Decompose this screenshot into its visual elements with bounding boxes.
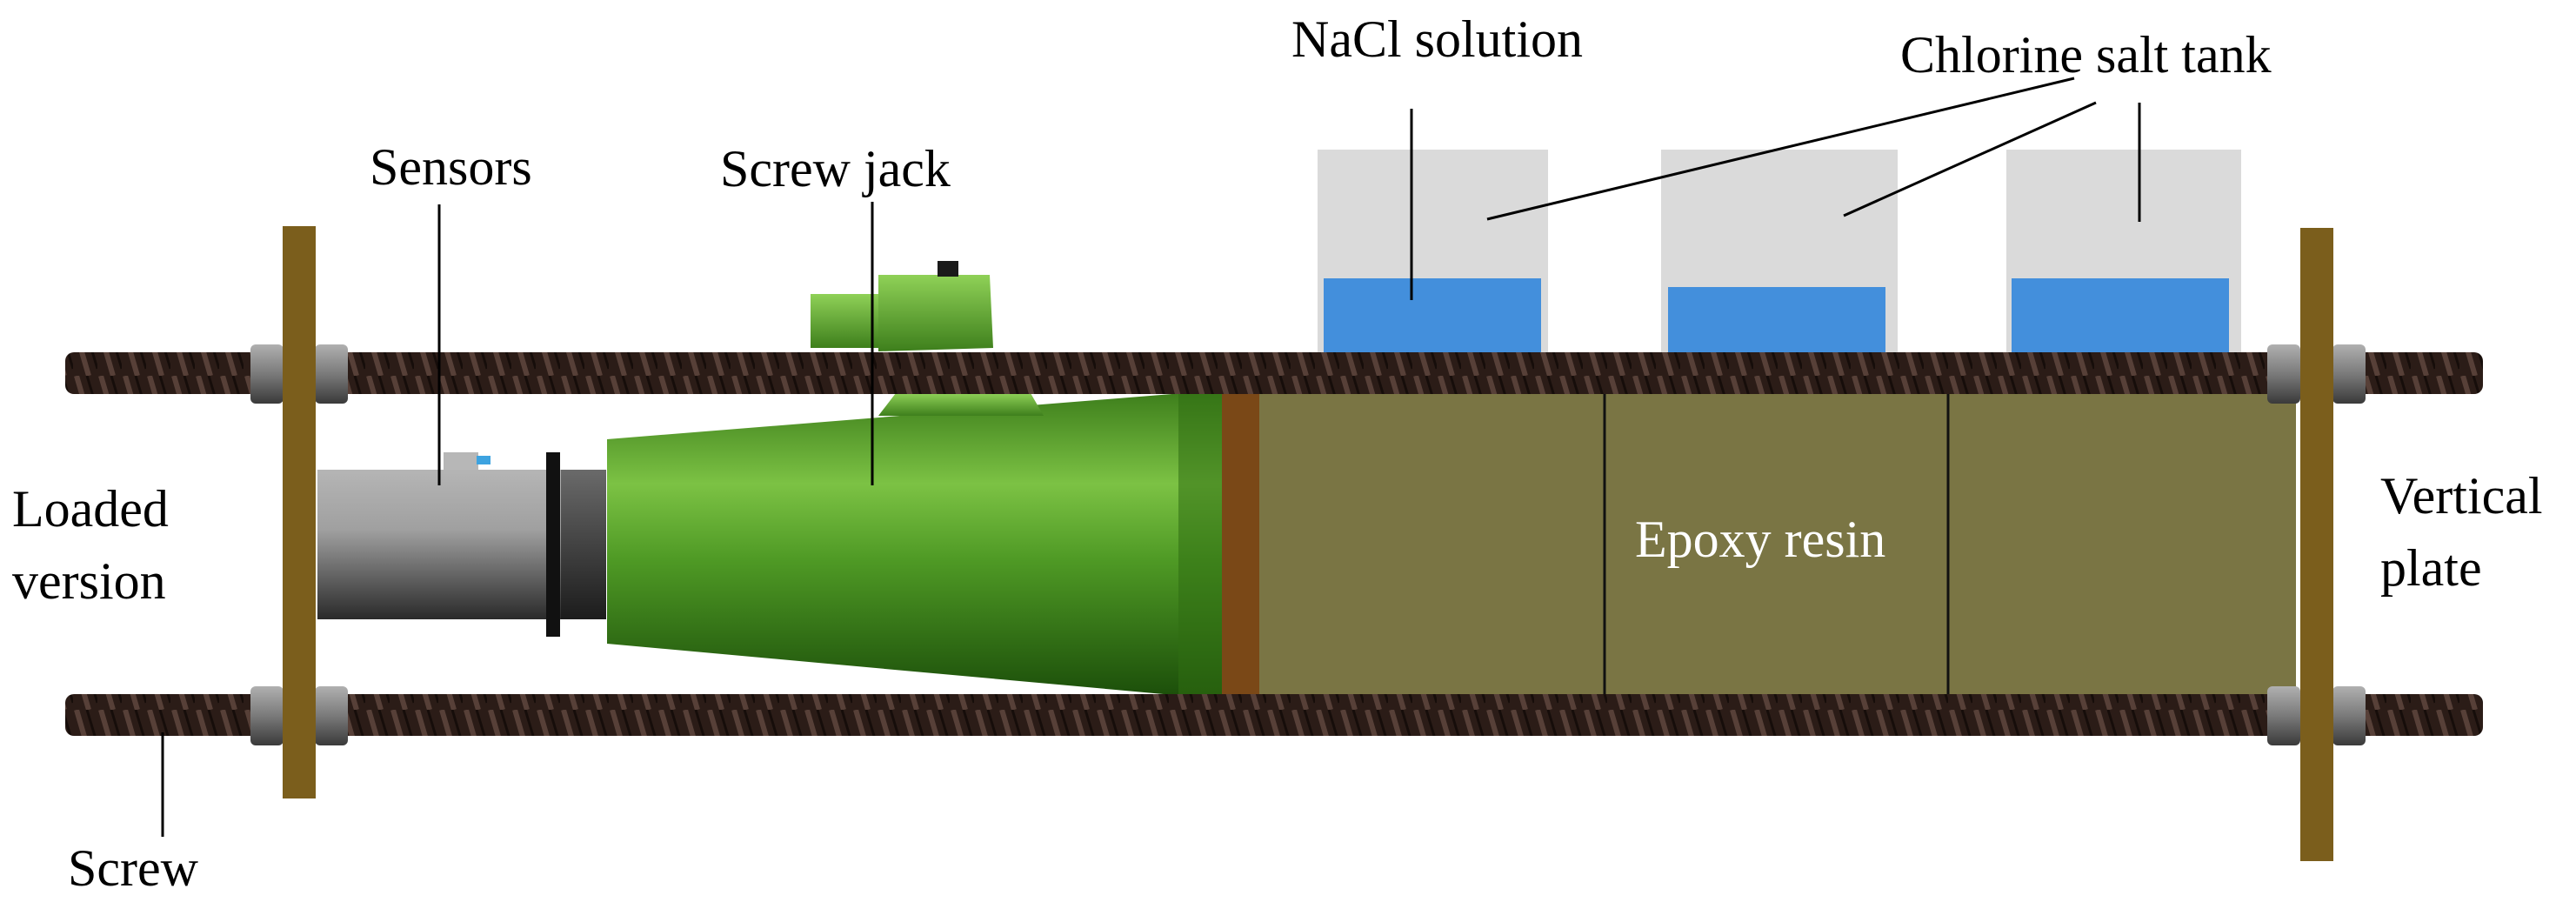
nut-left-bottom-1 — [250, 686, 284, 745]
screw-jack-flange — [1178, 393, 1222, 696]
sensor-ring — [546, 452, 560, 637]
label-screw: Screw — [68, 839, 199, 897]
nut-left-top-1 — [250, 344, 284, 404]
label-vertical-plate-line2: plate — [2380, 539, 2482, 597]
nut-right-top-1 — [2267, 344, 2300, 404]
sensor-collar — [561, 470, 606, 619]
sensor-cable-tip — [477, 456, 491, 464]
nut-left-top-2 — [315, 344, 348, 404]
screw-jack-saddle — [878, 393, 1044, 416]
screw-jack-knob — [938, 261, 958, 277]
sensor-connector — [444, 452, 478, 470]
screw-jack-body — [607, 393, 1222, 696]
nut-right-top-2 — [2332, 344, 2366, 404]
epoxy-end-cap — [1222, 393, 1261, 696]
right-vertical-plate — [2300, 228, 2333, 861]
label-sensors: Sensors — [370, 138, 532, 196]
threaded-rods — [65, 352, 2483, 736]
label-epoxy-resin: Epoxy resin — [1635, 511, 1885, 568]
sensor-cylinder — [317, 470, 561, 619]
screw-jack-gearbox — [878, 275, 993, 351]
screw-jack — [607, 261, 1222, 696]
epoxy-resin-block — [1222, 393, 2296, 732]
nut-right-bottom-1 — [2267, 686, 2300, 745]
chlorine-salt-tanks — [1318, 150, 2241, 357]
label-loaded-version-line2: version — [12, 552, 166, 610]
tank-leader-2 — [1843, 101, 2097, 217]
nuts — [250, 344, 2366, 745]
nut-left-bottom-2 — [315, 686, 348, 745]
tank-leader-1 — [1486, 77, 2075, 221]
epoxy-body — [1259, 393, 2296, 732]
label-vertical-plate-line1: Vertical — [2380, 467, 2543, 524]
bottom-screw-rod — [65, 694, 2483, 736]
label-nacl-solution: NaCl solution — [1291, 10, 1583, 68]
nacl-solution-2 — [1668, 287, 1885, 355]
label-loaded-version-line1: Loaded — [12, 480, 169, 538]
leader-lines — [161, 77, 2141, 837]
nut-right-bottom-2 — [2332, 686, 2366, 745]
top-screw-rod — [65, 352, 2483, 394]
load-sensor — [317, 452, 606, 637]
nacl-solution-1 — [1324, 278, 1541, 355]
label-chlorine-salt-tank: Chlorine salt tank — [1900, 26, 2272, 84]
nacl-solution-3 — [2012, 278, 2229, 355]
left-vertical-plate — [283, 226, 316, 798]
label-screw-jack: Screw jack — [720, 140, 951, 197]
